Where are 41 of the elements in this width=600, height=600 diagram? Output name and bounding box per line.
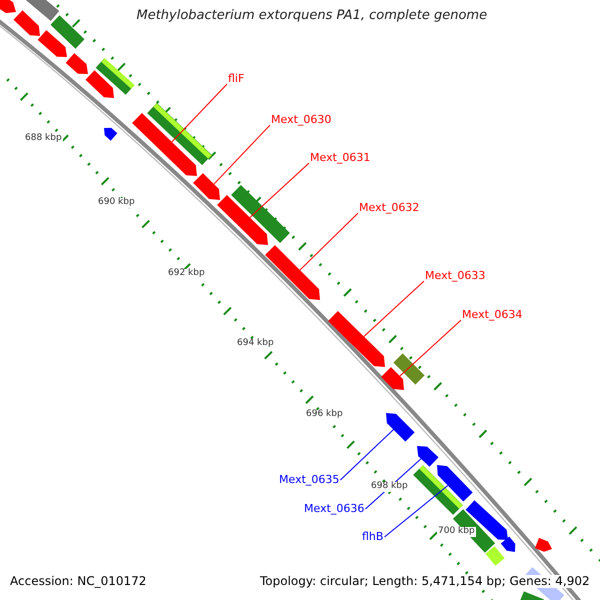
gene-label: Mext_0633 bbox=[425, 270, 486, 282]
gene-label: Mext_0636 bbox=[304, 503, 364, 516]
gene-label: Mext_0634 bbox=[462, 309, 522, 322]
gene-label: Mext_0635 bbox=[279, 474, 340, 486]
scale-label: 692 kbp bbox=[167, 269, 206, 279]
leader-line bbox=[399, 320, 462, 377]
leader-line bbox=[171, 84, 228, 142]
leader-line bbox=[299, 212, 358, 271]
gene-feature bbox=[38, 30, 67, 57]
gene-label: Mext_0630 bbox=[271, 114, 332, 126]
gene-label: Mext_0631 bbox=[310, 152, 370, 164]
info-text: Topology: circular; Length: 5,471,154 bp; Genes: 4,902 bbox=[259, 575, 591, 588]
gene-feature bbox=[66, 53, 88, 74]
scale-label: 688 kbp bbox=[24, 134, 63, 144]
scale-label: 700 kbp bbox=[437, 527, 476, 537]
gene-feature bbox=[386, 413, 415, 442]
gene-label: Mext_0632 bbox=[359, 202, 420, 214]
scale-label: 690 kbp bbox=[97, 198, 136, 208]
leader-line bbox=[363, 280, 424, 337]
gene-feature bbox=[417, 446, 438, 467]
gene-feature bbox=[0, 0, 16, 14]
gene-label: fliF bbox=[228, 73, 244, 86]
scale-label: 696 kbp bbox=[305, 410, 344, 420]
leader-line bbox=[384, 485, 448, 538]
gene-feature bbox=[217, 195, 268, 245]
gene-feature bbox=[193, 173, 220, 200]
gene-feature bbox=[265, 245, 320, 300]
gene-label: flhB bbox=[362, 531, 384, 544]
title: Methylobacterium extorquens PA1, complete genome bbox=[136, 9, 488, 24]
gene-feature bbox=[381, 367, 404, 390]
leader-line bbox=[213, 124, 270, 185]
gene-feature bbox=[14, 10, 40, 36]
gene-feature bbox=[132, 113, 197, 176]
gene-feature bbox=[328, 311, 385, 367]
leader-line bbox=[340, 429, 394, 481]
scale-label: 694 kbp bbox=[236, 339, 275, 349]
gene-feature bbox=[437, 465, 473, 502]
gene-feature bbox=[86, 70, 114, 98]
scale-label: 698 kbp bbox=[370, 482, 409, 492]
info-text: Accession: NC_010172 bbox=[9, 575, 148, 588]
leader-line bbox=[249, 162, 310, 218]
